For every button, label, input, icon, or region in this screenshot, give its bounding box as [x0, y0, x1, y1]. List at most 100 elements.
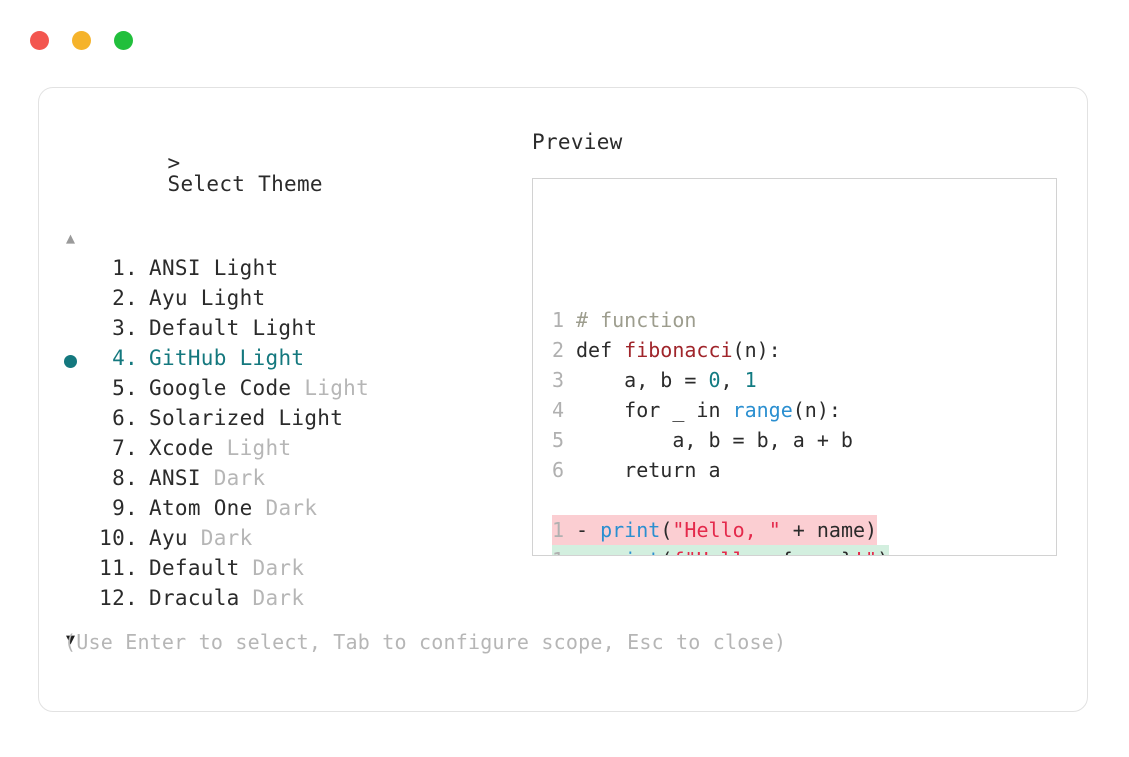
theme-list-item[interactable]: 8. ANSI Dark	[64, 466, 524, 496]
theme-item-name: ANSI	[149, 256, 214, 280]
code-token-plain: + name)	[780, 518, 878, 542]
minimize-button-icon[interactable]	[72, 31, 91, 50]
code-token-num: 0	[708, 368, 721, 392]
selection-bullet-icon	[64, 466, 94, 496]
line-number: 2	[552, 338, 565, 362]
theme-item-variant: Light	[213, 256, 279, 280]
code-line: 1# function	[533, 305, 1056, 335]
theme-list-item[interactable]: 1. ANSI Light	[64, 256, 524, 286]
preview-label: Preview	[532, 130, 623, 154]
theme-item-name: ANSI	[149, 466, 214, 490]
code-token-plain: (n):	[732, 338, 781, 362]
diff-marker: +	[576, 545, 600, 555]
theme-list-item[interactable]: 2. Ayu Light	[64, 286, 524, 316]
code-line-text: def fibonacci(n):	[576, 335, 781, 365]
code-token-string: !"	[853, 548, 877, 555]
theme-item-name: Dracula	[149, 586, 253, 610]
theme-list-item[interactable]: 3.Default Light	[64, 316, 524, 346]
theme-item-variant: Light	[278, 406, 344, 430]
theme-item-variant: Dark	[252, 586, 305, 610]
diff-line-wrapper: 1 + print(f"Hello, {name}!")	[533, 545, 1056, 555]
keyboard-hint: (Use Enter to select, Tab to configure s…	[64, 630, 787, 654]
theme-selection-panel: > Select Theme ▲ 1. ANSI Light 2. Ayu Light…	[64, 132, 524, 648]
theme-item-variant: Dark	[265, 496, 318, 520]
theme-item-name: Default	[149, 556, 253, 580]
code-token-plain: ,	[720, 368, 745, 392]
code-token-comment: # function	[576, 308, 697, 332]
code-token-builtin: print	[600, 518, 661, 542]
theme-item-index: 10.	[99, 526, 138, 550]
code-token-plain: a, b =	[576, 368, 709, 392]
code-token-builtin: range	[732, 398, 793, 422]
theme-list-item[interactable]: 11.Default Dark	[64, 556, 524, 586]
theme-item-index: 4.	[112, 346, 138, 370]
code-blank-line	[533, 485, 1056, 515]
theme-item-index: 7.	[112, 436, 138, 460]
code-line: 5 a, b = b, a + b	[533, 425, 1056, 455]
selection-bullet-icon	[64, 316, 94, 346]
theme-item-variant: Light	[226, 436, 292, 460]
code-line: 2 def fibonacci(n):	[533, 335, 1056, 365]
theme-item-name: Xcode	[149, 436, 227, 460]
diff-line-text: print("Hello, " + name)	[600, 515, 877, 545]
selection-bullet-icon	[64, 586, 94, 616]
theme-list-item[interactable]: 10. Ayu Dark	[64, 526, 524, 556]
selection-bullet-dot	[64, 354, 77, 368]
code-line-text: for _ in range(n):	[576, 395, 841, 425]
code-token-plain: def	[576, 338, 625, 362]
theme-list-item[interactable]: 4.GitHub Light	[64, 346, 524, 376]
code-token-string: "Hello, "	[672, 518, 781, 542]
theme-item-variant: Light	[200, 286, 266, 310]
selection-bullet-icon	[64, 286, 94, 316]
theme-list-item[interactable]: 12.Dracula Dark	[64, 586, 524, 616]
selection-bullet-icon	[64, 256, 94, 286]
theme-item-variant: Light	[239, 346, 305, 370]
theme-item-name: Atom One	[149, 496, 266, 520]
diff-line-text: print(f"Hello, {name}!")	[600, 545, 889, 555]
selection-bullet-icon	[64, 556, 94, 586]
diff-line-number: 1	[552, 545, 564, 555]
code-line-text: return a	[576, 455, 721, 485]
diff-marker: -	[576, 518, 601, 542]
code-line: 4 for _ in range(n):	[533, 395, 1056, 425]
theme-list-item[interactable]: 5. Google Code Light	[64, 376, 524, 406]
theme-item-index: 5.	[112, 376, 138, 400]
theme-item-index: 1.	[112, 256, 138, 280]
scroll-down-indicator-icon[interactable]: ▼	[66, 630, 76, 648]
selection-bullet-icon	[64, 526, 94, 556]
code-token-fn: fibonacci	[624, 338, 733, 362]
theme-item-name: Ayu	[149, 286, 201, 310]
theme-item-variant: Dark	[213, 466, 266, 490]
theme-item-index: 8.	[112, 466, 138, 490]
code-line-text: # function	[576, 305, 696, 335]
zoom-button-icon[interactable]	[114, 31, 133, 50]
selection-bullet-icon	[64, 496, 94, 526]
selection-bullet-icon	[64, 406, 94, 436]
prompt-symbol: >	[167, 151, 181, 175]
theme-list-item[interactable]: 7. Xcode Light	[64, 436, 524, 466]
theme-picker-card: > Select Theme ▲ 1. ANSI Light 2. Ayu Light…	[38, 87, 1088, 712]
close-button-icon[interactable]	[30, 31, 49, 50]
theme-item-variant: Light	[304, 376, 370, 400]
diff-line-wrapper: 1- print("Hello, " + name)	[533, 515, 1056, 545]
theme-item-name: Ayu	[149, 526, 201, 550]
code-line: 6 return a	[533, 455, 1056, 485]
page-title: Select Theme	[167, 172, 323, 196]
scroll-up-indicator-icon[interactable]: ▲	[66, 229, 76, 247]
code-token-plain: for _ in	[576, 398, 733, 422]
theme-list-item[interactable]: 9.Atom One Dark	[64, 496, 524, 526]
selection-bullet-icon	[64, 436, 94, 466]
window-controls	[30, 31, 133, 50]
theme-item-variant: Dark	[200, 526, 253, 550]
code-line: 3 a, b = 0, 1	[533, 365, 1056, 395]
theme-list-item[interactable]: 6.Solarized Light	[64, 406, 524, 436]
theme-item-index: 2.	[112, 286, 138, 310]
theme-item-variant: Light	[252, 316, 318, 340]
code-token-plain: return a	[576, 458, 721, 482]
code-token-interp: {name}	[781, 548, 853, 555]
theme-item-name: Default	[149, 316, 253, 340]
code-token-plain: )	[877, 548, 889, 555]
theme-item-name: Google Code	[149, 376, 305, 400]
